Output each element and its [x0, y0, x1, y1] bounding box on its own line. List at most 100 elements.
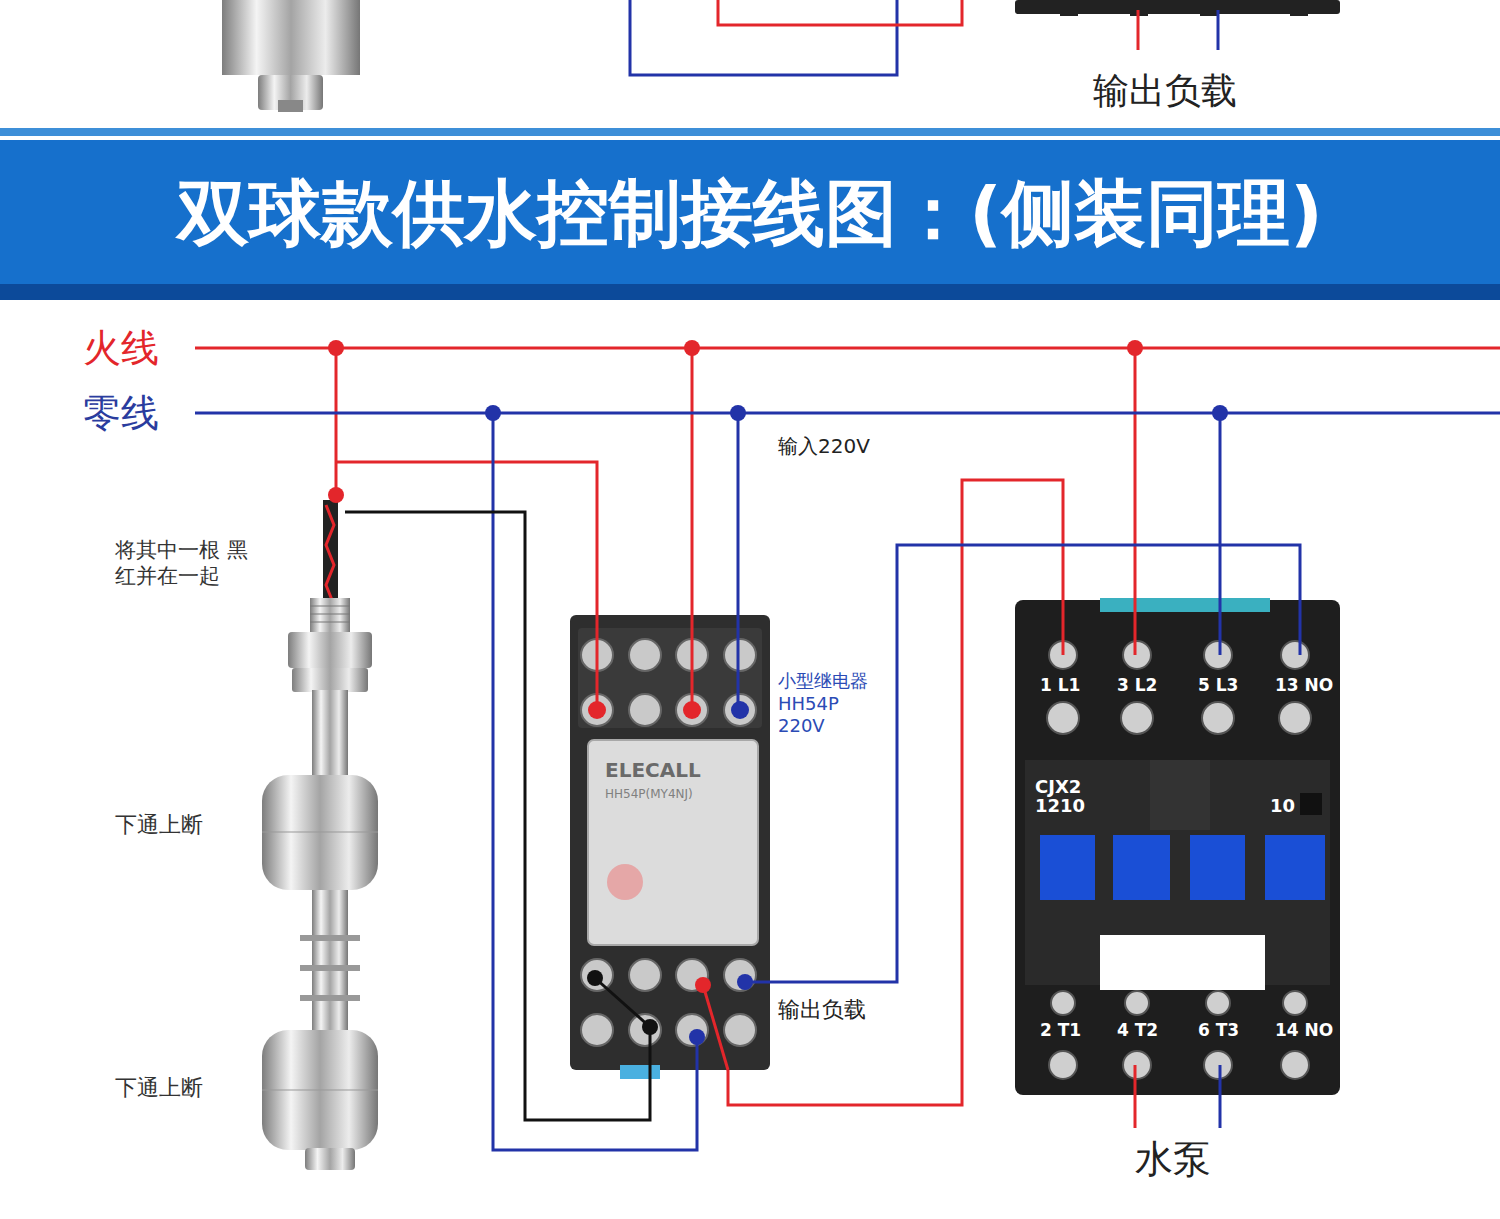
live-wire	[691, 348, 694, 710]
live-wire	[195, 348, 1500, 1128]
neutral-wire	[195, 412, 1500, 415]
relay-body	[570, 615, 770, 1079]
junction-dot	[684, 340, 700, 356]
float-switch	[300, 965, 360, 971]
junction-dot	[737, 974, 753, 990]
junction-dot	[588, 701, 606, 719]
neutral-wire	[1219, 1065, 1222, 1128]
relay-body	[724, 639, 756, 671]
relay-body	[581, 1014, 613, 1046]
signal-wire	[595, 978, 650, 1027]
contactor-body	[1204, 1051, 1232, 1079]
contactor-body	[1015, 600, 1340, 1095]
relay-body	[629, 639, 661, 671]
sensor-fragment	[222, 0, 360, 112]
float-switch	[262, 1090, 378, 1091]
signal-wire	[345, 512, 650, 1120]
input-label: 输入220V	[778, 434, 870, 459]
relay-body	[588, 740, 758, 945]
junction-dot	[587, 970, 603, 986]
relay-body	[581, 959, 613, 991]
contactor-fragment	[1290, 8, 1308, 16]
title-banner	[0, 284, 1500, 300]
float-switch	[300, 935, 360, 941]
live-wire	[703, 985, 728, 1070]
float-switch	[310, 606, 350, 607]
junction-dot	[485, 405, 501, 421]
terminal-label: 6 T3	[1198, 1020, 1239, 1041]
float-switch	[326, 505, 334, 600]
float-switch	[288, 632, 372, 668]
live-wire	[335, 348, 338, 495]
contactor-body	[1283, 991, 1307, 1015]
contactor-fragment	[1137, 10, 1140, 50]
contactor-body	[1047, 702, 1079, 734]
contactor-body	[1190, 835, 1245, 900]
terminal-label: CJX2 1210	[1035, 778, 1097, 816]
contactor-body	[1300, 793, 1322, 815]
contactor-fragment	[1060, 8, 1078, 16]
float-switch	[262, 1030, 378, 1150]
float-note: 下通上断	[115, 811, 203, 839]
float-switch	[262, 500, 378, 1170]
float-switch	[305, 1148, 355, 1170]
pump-label: 水泵	[1135, 1136, 1211, 1184]
relay-body	[620, 1065, 660, 1079]
contactor-body	[1113, 835, 1170, 900]
contactor-body	[1100, 598, 1270, 612]
contactor-body	[1123, 1051, 1151, 1079]
terminal-label: 5 L3	[1198, 675, 1238, 696]
contactor-box: 1 L13 L25 L313 NOCJX2 1210102 T14 T26 T3…	[1015, 600, 1340, 1095]
float-switch	[262, 832, 378, 833]
contactor-body	[1121, 702, 1153, 734]
junction-dot	[689, 1029, 705, 1045]
terminal-label: 14 NO	[1275, 1020, 1333, 1041]
contactor-body	[1204, 641, 1232, 669]
contactor-fragment	[1015, 0, 1340, 50]
contactor-body	[1123, 641, 1151, 669]
signal-wire	[345, 512, 650, 1120]
contactor-fragment	[1217, 10, 1220, 50]
contactor-body	[1202, 702, 1234, 734]
relay-body	[629, 694, 661, 726]
junction-dot	[642, 1019, 658, 1035]
junction-dot	[328, 340, 1228, 1045]
junction-dot	[328, 487, 344, 503]
contactor-body	[1281, 1051, 1309, 1079]
float-switch	[310, 614, 350, 615]
junction-dot	[695, 977, 711, 993]
float-switch	[323, 500, 338, 600]
relay-body	[629, 959, 661, 991]
sensor-fragment	[222, 0, 360, 75]
relay-label: 小型继电器 HH54P 220V	[778, 670, 890, 738]
top-wires	[630, 0, 897, 75]
terminal-label: 2 T1	[1040, 1020, 1081, 1041]
live-label: 火线	[83, 325, 159, 373]
top-wires	[630, 0, 962, 75]
junction-dot	[730, 405, 746, 421]
contactor-body	[1281, 641, 1309, 669]
live-wire	[1062, 600, 1065, 655]
terminal-label: 1 L1	[1040, 675, 1080, 696]
relay-body	[676, 1014, 708, 1046]
junction-dot	[683, 701, 701, 719]
float-note: 下通上断	[115, 1074, 203, 1102]
float-switch	[292, 668, 368, 692]
banner-title: 双球款供水控制接线图：(侧装同理)	[0, 140, 1500, 286]
relay-body	[629, 1014, 661, 1046]
contactor-body	[1150, 760, 1210, 830]
relay-body	[578, 628, 762, 728]
float-switch	[310, 598, 350, 633]
terminal-label: 10	[1270, 795, 1295, 818]
contactor-body	[1015, 598, 1340, 1095]
relay-body	[607, 864, 643, 900]
relay-box: ELECALLHH54P(MY4NJ)	[570, 615, 770, 1070]
contactor-body	[1049, 1051, 1077, 1079]
junction-dot	[328, 340, 344, 356]
contactor-body	[1100, 935, 1265, 990]
relay-body	[724, 694, 756, 726]
live-wire	[336, 462, 597, 710]
load-label: 输出负载	[1093, 68, 1237, 113]
control-wire	[770, 545, 1300, 982]
